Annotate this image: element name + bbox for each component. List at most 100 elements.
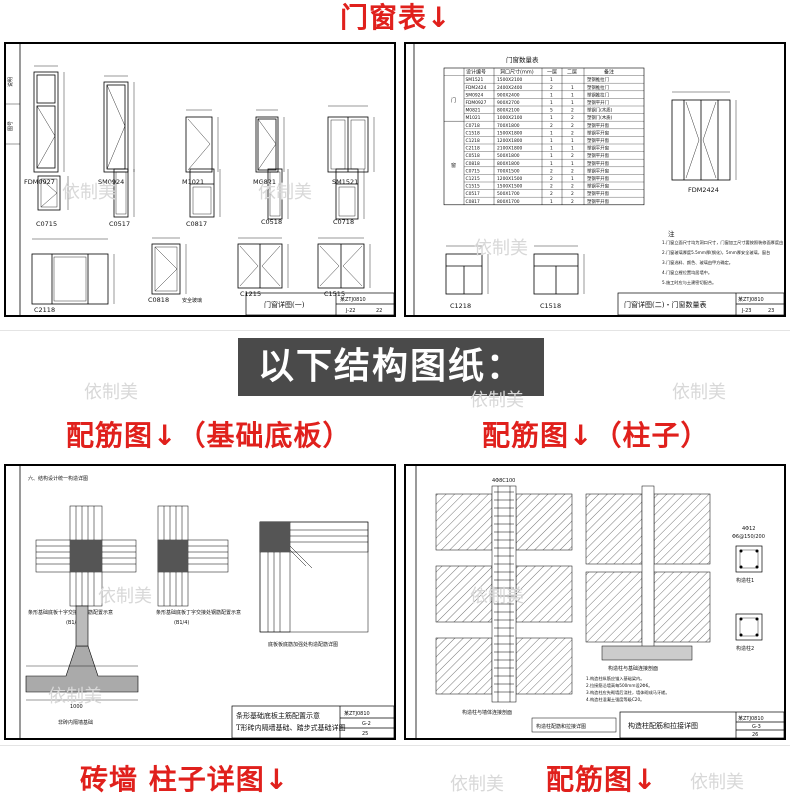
table-cell: 700X1500: [497, 168, 520, 174]
table-cell: 1: [550, 199, 553, 205]
table-cell: 1000X2100: [497, 115, 523, 121]
safety-glass-note: 安全玻璃: [182, 297, 202, 304]
sheet2-page-b: 23: [768, 308, 774, 314]
table-cell: 塑钢平开窗: [587, 190, 610, 197]
note-line: 2.门窗玻璃厚度5.5mm厚(钢化)，5mm厚安全玻璃，窗台: [662, 249, 770, 256]
table-cell: 1: [550, 100, 553, 106]
label-c0518: C0518: [261, 218, 282, 226]
rebar-column-heading: 配筋图↓（柱子）: [482, 419, 710, 452]
table-header: 一层: [547, 70, 557, 76]
table-cell: 1: [550, 92, 553, 98]
table-cell: 1: [571, 138, 574, 144]
label-sm0924: SM0924: [98, 178, 124, 186]
table-cell: 1: [571, 176, 574, 182]
table-cell: 700X1800: [497, 123, 520, 129]
watermark: 依制美: [258, 182, 312, 203]
separator-line: [0, 745, 790, 746]
caption-column-connection: 构造柱配筋和拉接详图: [536, 723, 586, 730]
table-cell: 2100X1800: [497, 146, 523, 152]
table-cell: 塑钢平开窗: [587, 167, 610, 174]
table-cell: 1: [571, 92, 574, 98]
label-c0718: C0718: [333, 218, 354, 226]
table-cell: FDM2424: [466, 85, 487, 91]
note-line: 2.拉接筋沿墙高每500mm设2Φ6。: [586, 682, 652, 689]
caption-corner-detail: 底板板底筋加强处构造配筋详图: [268, 641, 338, 648]
table-cell: 2: [571, 191, 574, 197]
label-c1218: C1218: [450, 302, 471, 310]
column-rebar-sheet: 4Φ8C100 构造柱与墙体连接剖面 构造柱与基础连接剖面 4Φ12 Φ6@15…: [404, 464, 786, 740]
table-cell: 900X2700: [497, 100, 520, 106]
label-m1021: M1021: [182, 178, 204, 186]
label-sm1521: SM1521: [332, 178, 358, 186]
notes-title: 注: [668, 229, 675, 238]
door-window-detail-sheet-1: 说明 图号: [4, 42, 396, 317]
table-cell: 2: [571, 199, 574, 205]
sheet3-title-line2: T形砖内隔墙基础、踏步式基础详图: [236, 723, 346, 732]
sheet4-title: 构造柱配筋和拉接详图: [628, 721, 698, 730]
table-cell: C0718: [466, 123, 480, 129]
table-cell: 1: [571, 85, 574, 91]
watermark: 依制美: [474, 238, 528, 259]
sheet1-title: 门窗详图(一): [264, 300, 305, 309]
table-cell: 塑钢推拉门: [587, 84, 609, 91]
table-cell: 800X1700: [497, 199, 520, 205]
sheet3-page-b: 25: [362, 731, 368, 737]
table-header: 洞口尺寸(mm): [500, 69, 534, 76]
table-cell: 1: [550, 77, 553, 83]
rebar-foundation-heading: 配筋图↓（基础底板）: [66, 419, 352, 452]
sheet2-code: 某ZTJ0810: [738, 297, 764, 303]
note-line: 4.门窗立樘位置均居墙中。: [662, 269, 712, 276]
table-cell: 塑钢平开窗: [587, 122, 610, 129]
table-cell: C0818: [466, 161, 480, 167]
table-cell: C1218: [466, 138, 480, 144]
table-cell: 5: [550, 108, 553, 114]
table-cell: 2: [571, 115, 574, 121]
label-c1215: C1215: [240, 290, 261, 298]
watermark: 依制美: [62, 182, 116, 203]
column-rebar-drawing: 4Φ8C100 构造柱与墙体连接剖面 构造柱与基础连接剖面 4Φ12 Φ6@15…: [415, 466, 784, 738]
table-cell: 1: [571, 100, 574, 106]
sheet4-page-b: 26: [752, 732, 758, 738]
watermark: 依制美: [84, 382, 138, 403]
note-line: 4.构造柱混凝土强度等级C20。: [586, 696, 644, 703]
table-cell: 塑钢平开窗: [587, 160, 610, 167]
table-cell: 1: [550, 153, 553, 159]
table-cell: C1515: [466, 184, 480, 190]
watermark: 依制美: [672, 382, 726, 403]
label-c0517: C0517: [109, 220, 130, 228]
caption-wall-connection: 构造柱与墙体连接剖面: [462, 709, 512, 716]
watermark: 依制美: [470, 586, 524, 607]
dim-rebar-a: 4Φ8C100: [492, 478, 515, 484]
quantity-table-title: 门窗数量表: [506, 55, 539, 64]
col-label-2: 构造柱2: [736, 645, 754, 652]
table-cell: 2: [571, 123, 574, 129]
table-header: 备注: [604, 69, 614, 76]
sheet2-page-a: J-23: [741, 308, 751, 314]
dim-rebar-b: 4Φ12: [742, 526, 755, 532]
stirrups-left: [494, 491, 514, 693]
table-cell: M1021: [466, 115, 481, 121]
foundation-rebar-sheet: 六、结构设计统一构造详图 条形基础底板十字交接处钢筋配置示意 条形基础底板丁字交…: [4, 464, 396, 740]
note-line: 3.门窗选料、颜色、玻璃由甲方确定。: [662, 259, 733, 266]
caption-cross-junction: 条形基础底板十字交接处钢筋配置示意: [28, 609, 113, 616]
table-cell: 2: [550, 184, 553, 190]
table-cell: C0518: [466, 153, 480, 159]
caption-partition-foundation: 非砖内隔墙基础: [58, 719, 93, 726]
section-title: 六、结构设计统一构造详图: [28, 475, 88, 482]
watermark: 依制美: [98, 586, 152, 607]
door-window-table-heading: 门窗表↓: [340, 1, 452, 34]
label-c1515: C1515: [324, 290, 345, 298]
table-cell: 900X2400: [497, 92, 520, 98]
sheet2-title: 门窗详图(二)・门窗数量表: [624, 300, 706, 309]
table-cell: 2: [571, 108, 574, 114]
table-cell: 500X1800: [497, 153, 520, 159]
dim-1000: 1000: [70, 704, 83, 710]
caption-foundation-connection: 构造柱与基础连接剖面: [608, 665, 658, 672]
table-cell: 1500X1500: [497, 184, 523, 190]
table-cell: 800X2100: [497, 108, 520, 114]
svg-text:说明: 说明: [7, 77, 14, 87]
table-cell: 塑钢平开窗: [587, 137, 610, 144]
separator-line: [0, 330, 790, 331]
